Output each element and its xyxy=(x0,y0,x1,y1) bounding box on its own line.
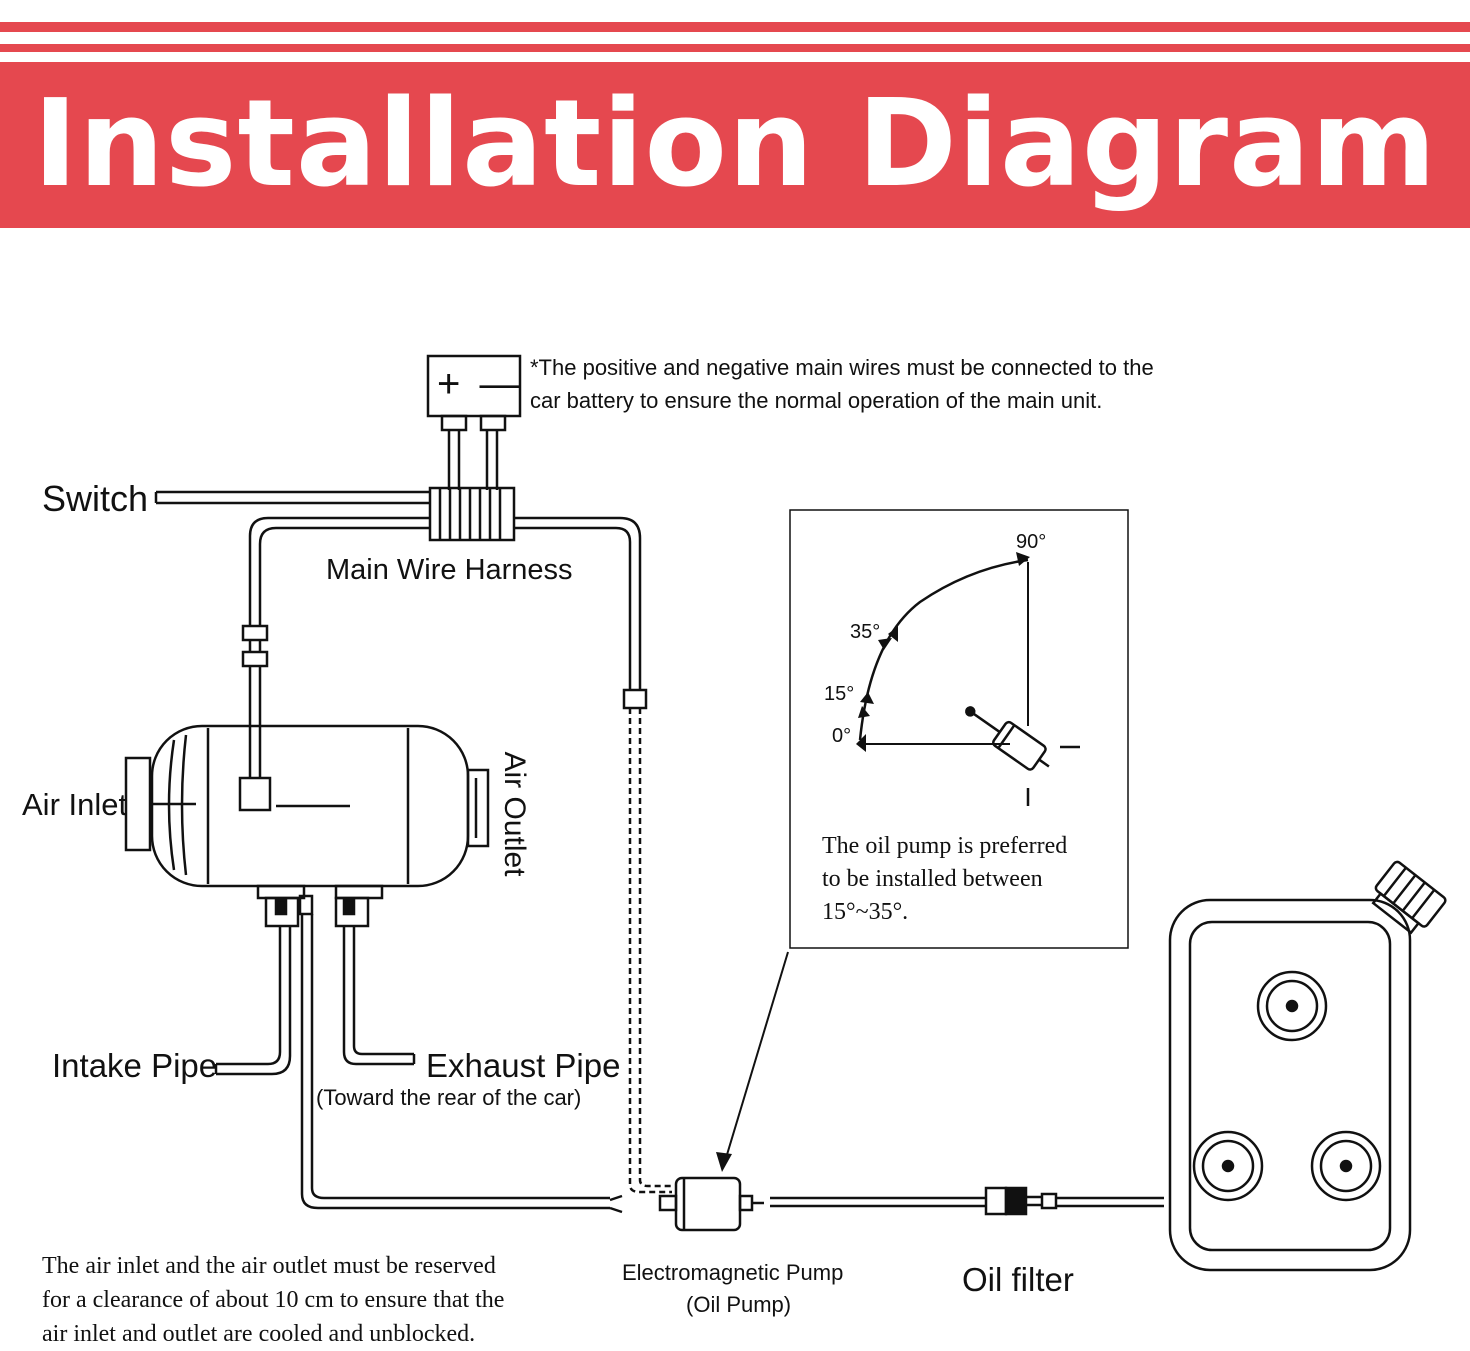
harness-coupler-2 xyxy=(241,650,269,668)
page-title: Installation Diagram xyxy=(0,62,1470,228)
tank-cap xyxy=(1371,860,1447,935)
heater-bottom-port-right xyxy=(334,884,384,900)
arrow-35b xyxy=(878,638,892,650)
harness-wire-right xyxy=(514,516,642,690)
exhaust-note-label: (Toward the rear of the car) xyxy=(316,1085,582,1110)
switch-label: Switch xyxy=(42,478,149,519)
heater-bottom-port-left xyxy=(256,884,306,900)
filter-line xyxy=(770,1196,986,1208)
battery-box xyxy=(426,354,522,418)
battery-symbol: + — xyxy=(437,362,524,406)
header-stripe-middle xyxy=(0,44,1470,52)
angle-inset-panel xyxy=(789,509,1129,949)
exhaust-pipe-label: Exhaust Pipe xyxy=(426,1047,621,1084)
pump-wire-connector xyxy=(622,688,648,710)
pump-angle-note-line1: The oil pump is preferred xyxy=(822,833,1068,859)
air-inlet-label: Air Inlet xyxy=(22,787,128,822)
inset-pointer-arrow xyxy=(716,1152,732,1172)
arrow-35 xyxy=(888,626,898,642)
main-wire-harness-label: Main Wire Harness xyxy=(326,554,573,586)
harness-coupler-1 xyxy=(241,624,269,642)
heater-inlet-flange xyxy=(124,756,152,852)
angle-0-label: 0° xyxy=(832,725,852,747)
angle-axis xyxy=(860,562,1029,745)
air-outlet-label: Air Outlet xyxy=(498,751,531,877)
clearance-note-line1: The air inlet and the air outlet must be… xyxy=(42,1253,496,1279)
arrow-0 xyxy=(856,734,866,752)
battery-wire-negative xyxy=(485,430,499,490)
angle-15-label: 15° xyxy=(824,683,855,705)
battery-terminal-negative xyxy=(479,414,507,432)
fuel-tank xyxy=(1168,898,1412,1272)
arrow-15b xyxy=(858,706,870,718)
heater-terminal xyxy=(238,776,272,812)
angle-arc xyxy=(858,558,1029,741)
harness-connector xyxy=(428,486,516,542)
tank-port-top xyxy=(1256,970,1328,1042)
angle-35-label: 35° xyxy=(850,621,881,643)
pump-label-line2: (Oil Pump) xyxy=(686,1292,792,1317)
electromagnetic-pump xyxy=(674,1176,742,1232)
heater-outlet-flange xyxy=(466,768,490,848)
tank-port-bottom-right xyxy=(1310,1130,1382,1202)
switch-wire xyxy=(154,490,430,505)
arrow-90 xyxy=(1016,552,1030,566)
battery-terminal-positive xyxy=(440,414,468,432)
harness-wire-left xyxy=(248,516,430,625)
pump-angle-note-line3: 15°~35°. xyxy=(822,899,909,925)
header-stripe-top xyxy=(0,22,1470,32)
harness-connector-ribs xyxy=(438,488,502,540)
intake-pipe xyxy=(214,926,292,1076)
pump-inset-icon xyxy=(965,706,1050,771)
clearance-note-line3: air inlet and outlet are cooled and unbl… xyxy=(42,1321,476,1347)
oil-filter xyxy=(984,1186,1008,1216)
pump-wire-dashed xyxy=(628,708,672,1194)
angle-90-label: 90° xyxy=(1016,531,1047,553)
battery-wire-positive xyxy=(447,430,461,490)
pump-label-line1: Electromagnetic Pump xyxy=(622,1260,844,1285)
exhaust-pipe xyxy=(342,926,416,1066)
intake-pipe-label: Intake Pipe xyxy=(52,1047,218,1084)
tank-port-bottom-left xyxy=(1192,1130,1264,1202)
pump-angle-note-line2: to be installed between xyxy=(822,866,1043,892)
oil-filter-label: Oil filter xyxy=(962,1261,1074,1298)
arrow-15 xyxy=(860,692,874,704)
fuel-line xyxy=(300,914,610,1210)
battery-note-line2: car battery to ensure the normal operati… xyxy=(530,388,1103,413)
clearance-note-line2: for a clearance of about 10 cm to ensure… xyxy=(42,1287,505,1313)
battery-note-line1: *The positive and negative main wires mu… xyxy=(530,355,1154,380)
inset-pointer-line xyxy=(725,951,789,1159)
